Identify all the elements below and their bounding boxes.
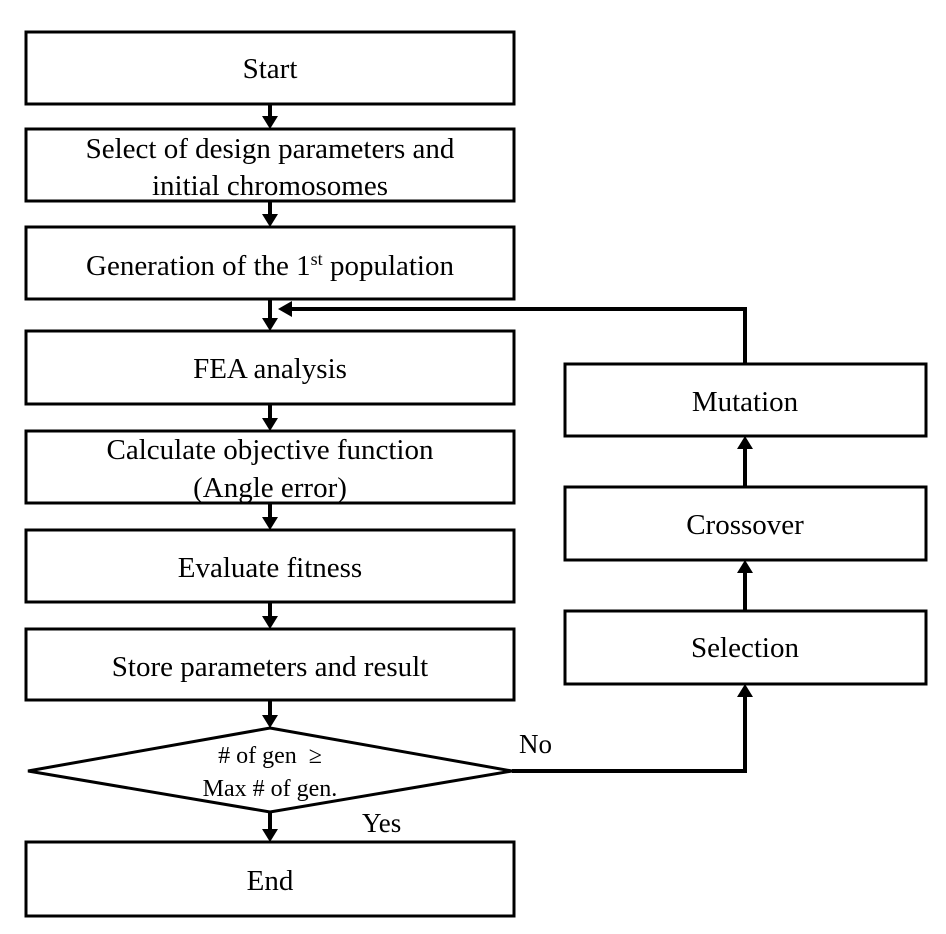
arrow-mutation-loop-back bbox=[292, 307, 747, 364]
crossover-box bbox=[563, 485, 928, 562]
selection-label: Selection bbox=[691, 632, 799, 664]
decision-diamond bbox=[27, 726, 513, 814]
generation-label-text: Generation of the 1 bbox=[86, 250, 311, 282]
store-node: Store parameters and result bbox=[24, 627, 516, 702]
generation-box bbox=[24, 225, 516, 301]
objective-box bbox=[24, 429, 516, 505]
arrow-decision-to-selection bbox=[512, 697, 747, 773]
start-box bbox=[24, 30, 516, 106]
end-label: End bbox=[247, 865, 294, 897]
crossover-label: Crossover bbox=[686, 509, 804, 541]
fea-label: FEA analysis bbox=[193, 353, 347, 385]
select-params-box bbox=[24, 127, 516, 203]
selection-box bbox=[563, 609, 928, 686]
objective-label-line1: Calculate objective function bbox=[107, 434, 434, 466]
mutation-label: Mutation bbox=[692, 386, 799, 418]
decision-label-line2: Max # of gen. bbox=[203, 776, 338, 802]
arrowhead-fea-to-objective bbox=[262, 418, 278, 431]
arrowhead-decision-to-selection bbox=[737, 684, 753, 697]
arrowhead-evaluate-to-store bbox=[262, 616, 278, 629]
evaluate-box bbox=[24, 528, 516, 604]
fea-node: FEA analysis bbox=[24, 329, 516, 406]
select-params-label-line2: initial chromosomes bbox=[152, 170, 388, 202]
arrowhead-selection-to-crossover bbox=[737, 560, 753, 573]
start-node: Start bbox=[24, 30, 516, 106]
connectors bbox=[262, 104, 753, 842]
arrowhead-start-to-select bbox=[262, 116, 278, 129]
arrowhead-store-to-decision bbox=[262, 715, 278, 728]
arrowhead-mutation-loop-back bbox=[278, 301, 292, 317]
store-label: Store parameters and result bbox=[112, 651, 428, 683]
objective-label-line2: (Angle error) bbox=[193, 472, 347, 504]
generation-node: Generation of the 1st population bbox=[24, 225, 516, 301]
arrowhead-crossover-to-mutation bbox=[737, 436, 753, 449]
fea-box bbox=[24, 329, 516, 406]
store-box bbox=[24, 627, 516, 702]
end-node: End bbox=[24, 840, 516, 918]
select-params-label-line1: Select of design parameters and bbox=[86, 133, 455, 165]
decision-label-line1: # of gen ≥ bbox=[218, 743, 322, 769]
edge-label-no: No bbox=[519, 729, 552, 759]
arrowhead-generation-to-fea bbox=[262, 318, 278, 331]
mutation-box bbox=[563, 362, 928, 438]
selection-node: Selection bbox=[563, 609, 928, 686]
generation-label-superscript: st bbox=[311, 249, 323, 269]
generation-label-text-after: population bbox=[323, 250, 455, 282]
mutation-node: Mutation bbox=[563, 362, 928, 438]
arrowhead-select-to-generation bbox=[262, 214, 278, 227]
crossover-node: Crossover bbox=[563, 485, 928, 562]
objective-node: Calculate objective function (Angle erro… bbox=[24, 429, 516, 505]
decision-node: # of gen ≥ Max # of gen. bbox=[27, 726, 513, 814]
start-label: Start bbox=[243, 53, 298, 85]
edge-label-yes: Yes bbox=[362, 808, 401, 838]
arrowhead-objective-to-evaluate bbox=[262, 517, 278, 530]
end-box bbox=[24, 840, 516, 918]
generation-label: Generation of the 1st population bbox=[86, 249, 454, 282]
arrowhead-decision-to-end bbox=[262, 829, 278, 842]
evaluate-node: Evaluate fitness bbox=[24, 528, 516, 604]
evaluate-label: Evaluate fitness bbox=[178, 552, 362, 584]
select-params-node: Select of design parameters and initial … bbox=[24, 127, 516, 203]
